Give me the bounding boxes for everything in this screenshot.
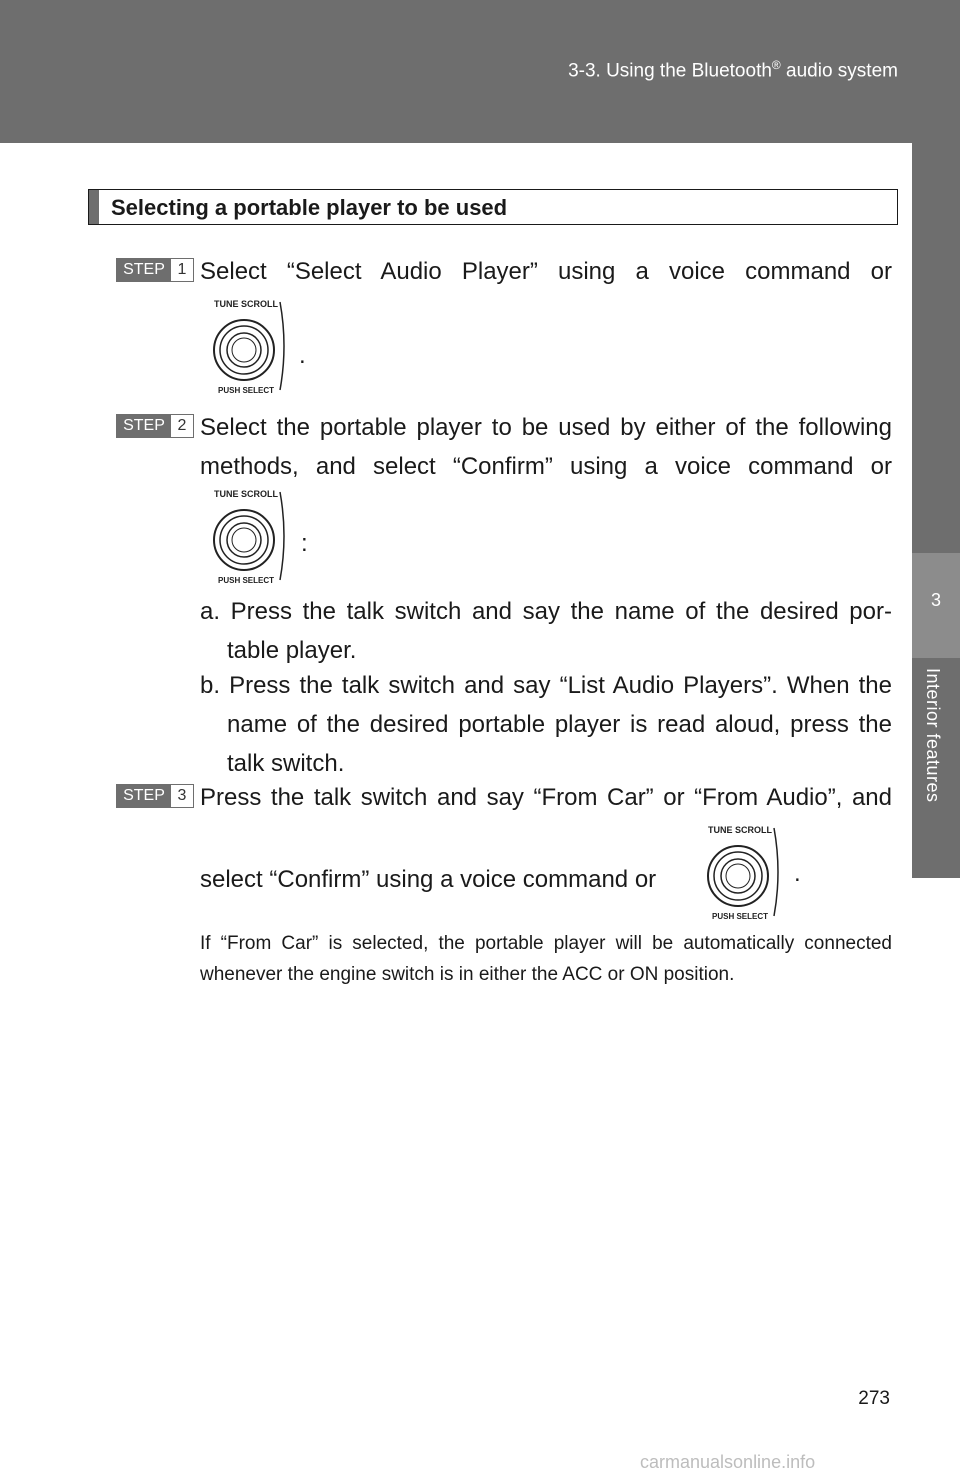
page-number: 273 <box>858 1388 890 1409</box>
chapter-label: Interior features <box>923 668 943 803</box>
header-title-suffix: audio system <box>780 60 898 82</box>
step-2-badge: STEP 2 <box>116 414 194 438</box>
step-3-period: . <box>794 860 801 887</box>
side-tab-chapter-marker <box>912 553 960 658</box>
watermark: carmanualsonline.info <box>640 1452 816 1472</box>
knob-bottom-label: PUSH SELECT <box>712 912 768 921</box>
tune-scroll-knob-icon: TUNE SCROLL PUSH SELECT <box>213 299 285 395</box>
step-2-text: Select the portable player to be used by… <box>200 414 892 480</box>
header-title-prefix: 3-3. Using the Bluetooth <box>568 60 772 82</box>
step-2-option-b: b. Press the talk switch and say “List A… <box>200 672 892 777</box>
side-tab-upper <box>912 143 960 553</box>
step-1-badge: STEP 1 <box>116 258 194 282</box>
knob-top-label: TUNE SCROLL <box>708 825 773 835</box>
step-badge-number: 2 <box>177 417 187 434</box>
chapter-number: 3 <box>930 590 941 610</box>
section-title: Selecting a portable player to be used <box>111 195 508 220</box>
step-3-badge: STEP 3 <box>116 784 194 808</box>
tune-scroll-knob-icon: TUNE SCROLL PUSH SELECT <box>213 489 285 585</box>
knob-top-label: TUNE SCROLL <box>214 489 279 499</box>
step-2-option-a: a. Press the talk switch and say the nam… <box>200 598 892 664</box>
section-heading: Selecting a portable player to be used <box>88 189 898 225</box>
step-badge-label: STEP <box>117 415 171 437</box>
step-2-colon: : <box>301 530 308 557</box>
knob-bottom-label: PUSH SELECT <box>218 386 274 395</box>
step-badge-number: 1 <box>177 261 187 278</box>
note-text: If “From Car” is selected, the portable … <box>200 933 892 985</box>
step-badge-label: STEP <box>117 259 171 281</box>
registered-mark: ® <box>771 58 781 72</box>
tune-scroll-knob-icon: TUNE SCROLL PUSH SELECT <box>707 825 779 921</box>
side-tab-lower <box>912 658 960 878</box>
step-badge-label: STEP <box>117 785 171 807</box>
running-header: 3-3. Using the Bluetooth® audio system <box>568 58 898 82</box>
step-3-text-continued: select “Confirm” using a voice command o… <box>200 866 657 893</box>
header-bar <box>0 0 960 143</box>
step-1-text: Select “Select Audio Player” using a voi… <box>200 258 892 285</box>
knob-top-label: TUNE SCROLL <box>214 299 279 309</box>
section-heading-bar <box>89 190 99 224</box>
knob-bottom-label: PUSH SELECT <box>218 576 274 585</box>
step-1-period: . <box>299 342 306 369</box>
step-3-text: Press the talk switch and say “From Car”… <box>200 784 892 811</box>
step-badge-number: 3 <box>177 787 187 804</box>
